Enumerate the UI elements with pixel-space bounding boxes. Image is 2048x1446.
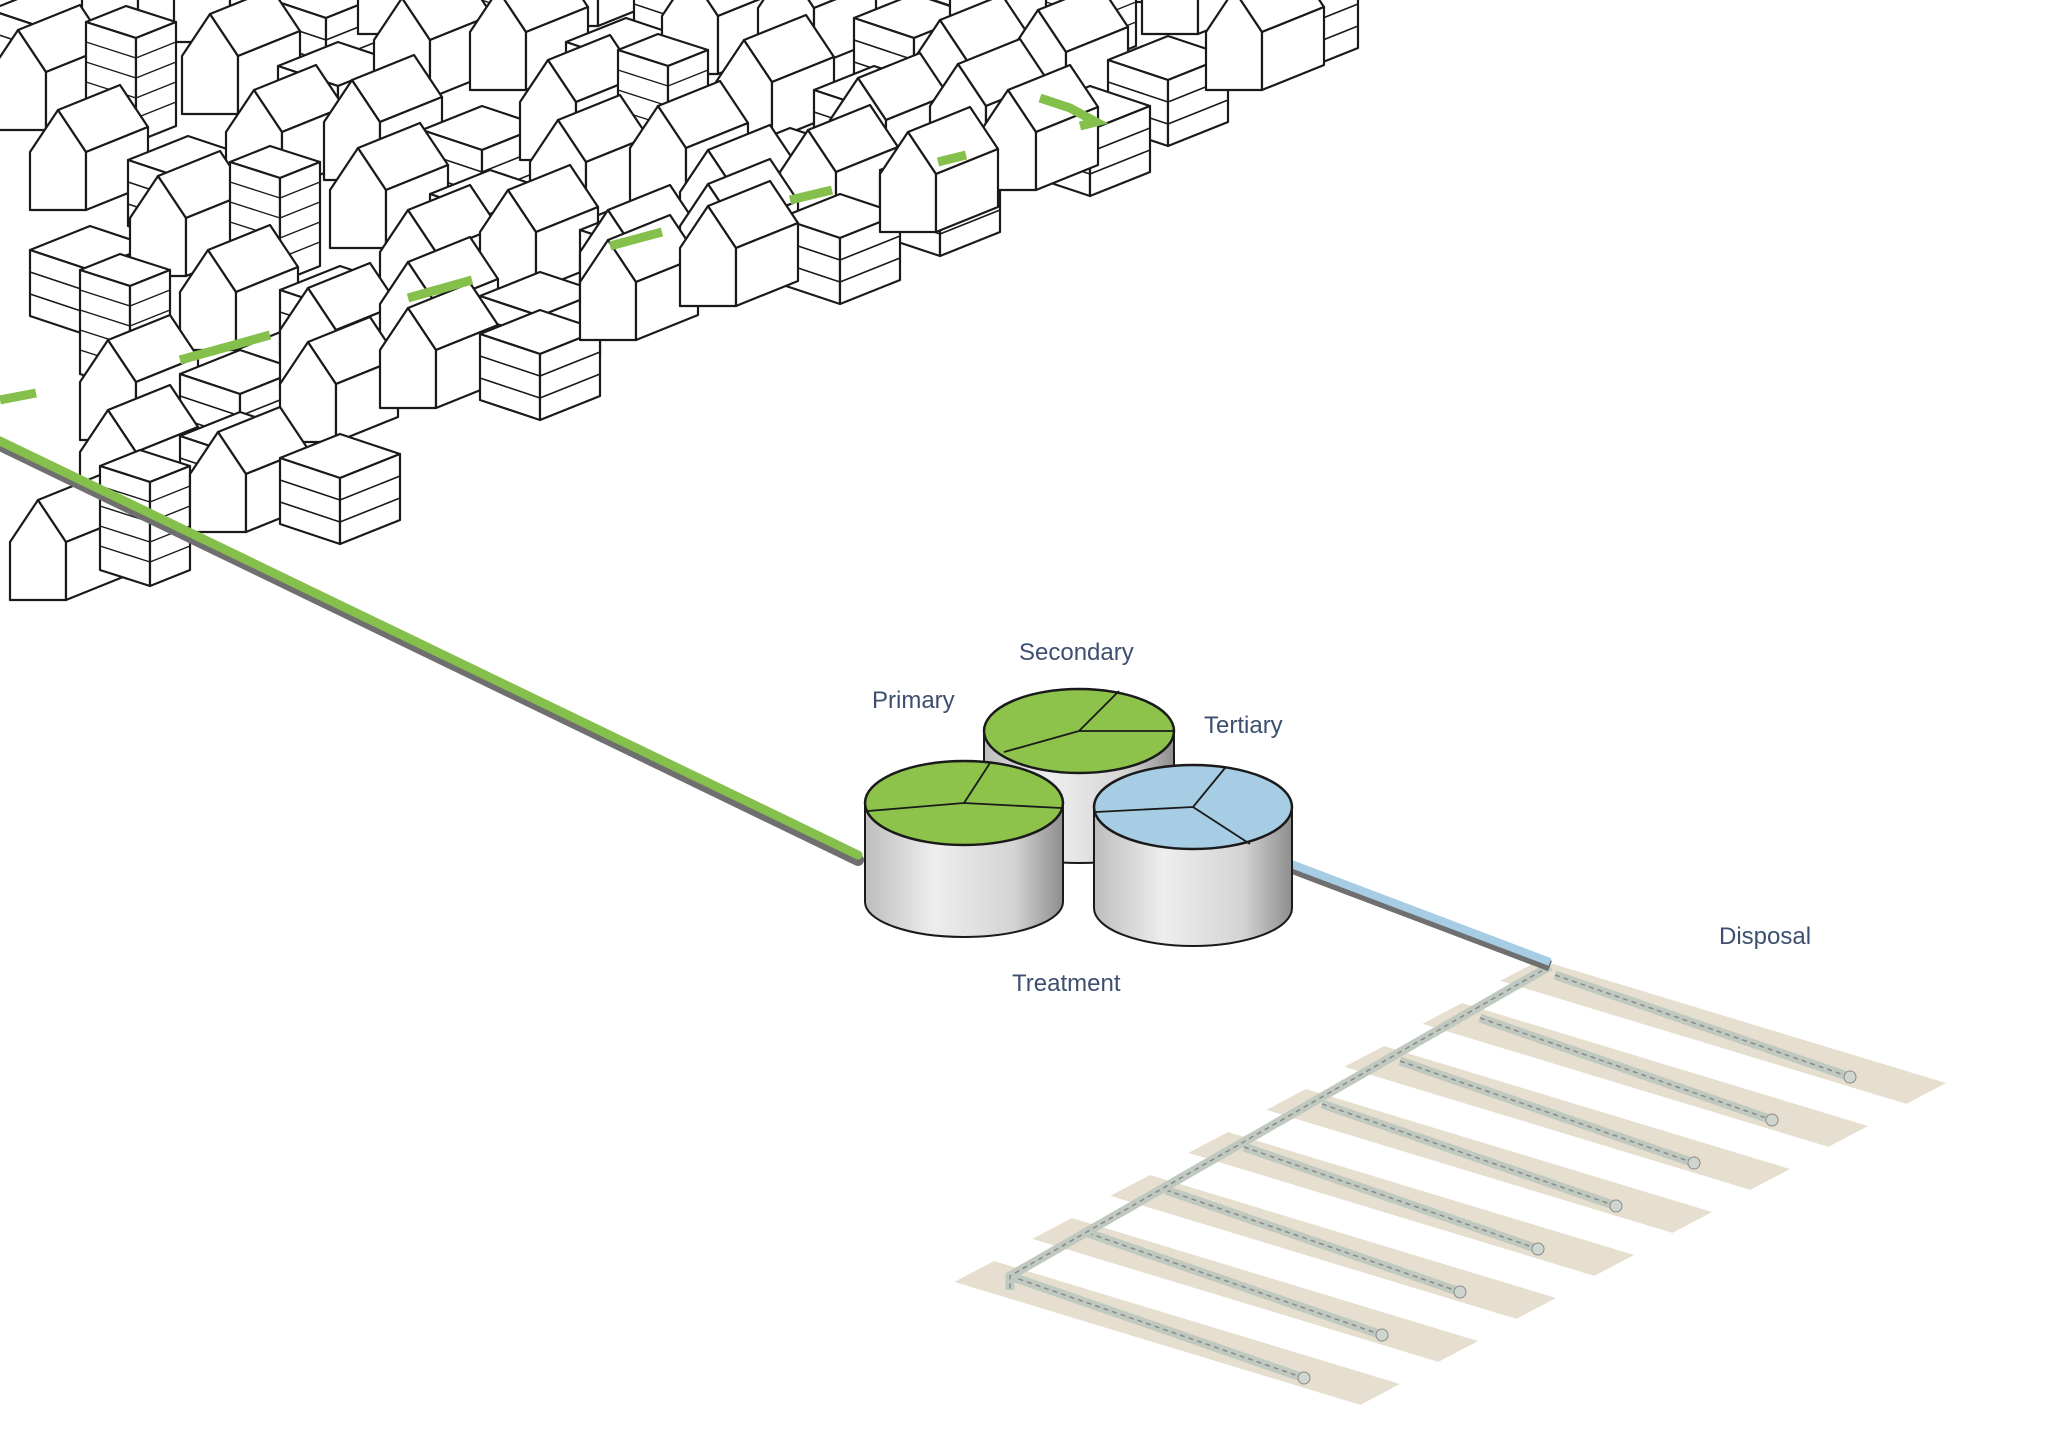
effluent-line bbox=[1284, 858, 1552, 972]
lateral-end-cap bbox=[1687, 1156, 1701, 1170]
labels: Primary Secondary Tertiary Treatment Dis… bbox=[872, 639, 1811, 997]
apartment-block bbox=[278, 432, 402, 546]
street-sewer-5 bbox=[788, 185, 834, 205]
treatment-plant bbox=[863, 687, 1294, 947]
lateral-end-cap bbox=[1843, 1070, 1857, 1084]
street-sewer-3 bbox=[406, 275, 474, 303]
distribution-manifold bbox=[1009, 965, 1551, 1290]
lateral-perforation bbox=[1087, 1232, 1383, 1336]
settlement bbox=[0, 0, 1360, 602]
lateral-perforation bbox=[1399, 1060, 1695, 1164]
house bbox=[1204, 0, 1326, 92]
collector-main bbox=[0, 436, 863, 860]
street-sewer-7 bbox=[1038, 93, 1109, 131]
disposal-field bbox=[954, 960, 1946, 1405]
street-sewer-1 bbox=[0, 388, 37, 405]
lateral-end-cap bbox=[1765, 1113, 1779, 1127]
sewer-network bbox=[0, 93, 1109, 866]
primary-tank bbox=[863, 759, 1065, 938]
label-tertiary: Tertiary bbox=[1204, 712, 1283, 739]
lateral-end-cap bbox=[1531, 1242, 1545, 1256]
label-secondary: Secondary bbox=[1019, 639, 1134, 666]
lateral-end-cap bbox=[1453, 1285, 1467, 1299]
lateral-perforation bbox=[1009, 1275, 1305, 1379]
lateral-end-cap bbox=[1609, 1199, 1623, 1213]
lateral-perforation bbox=[1554, 974, 1851, 1078]
street-sewer-2 bbox=[178, 330, 272, 365]
lateral-perforation bbox=[1479, 1017, 1773, 1121]
tertiary-tank bbox=[1092, 763, 1294, 947]
label-primary: Primary bbox=[872, 687, 955, 714]
label-treatment: Treatment bbox=[1012, 970, 1121, 997]
lateral-end-cap bbox=[1297, 1371, 1311, 1385]
lateral-perforation bbox=[1165, 1189, 1461, 1293]
street-sewer-4 bbox=[608, 227, 664, 251]
label-disposal: Disposal bbox=[1719, 923, 1811, 950]
lateral-perforation bbox=[1243, 1146, 1539, 1250]
street-sewer-6 bbox=[936, 150, 968, 167]
lateral-end-cap bbox=[1375, 1328, 1389, 1342]
lateral-perforation bbox=[1321, 1103, 1617, 1207]
